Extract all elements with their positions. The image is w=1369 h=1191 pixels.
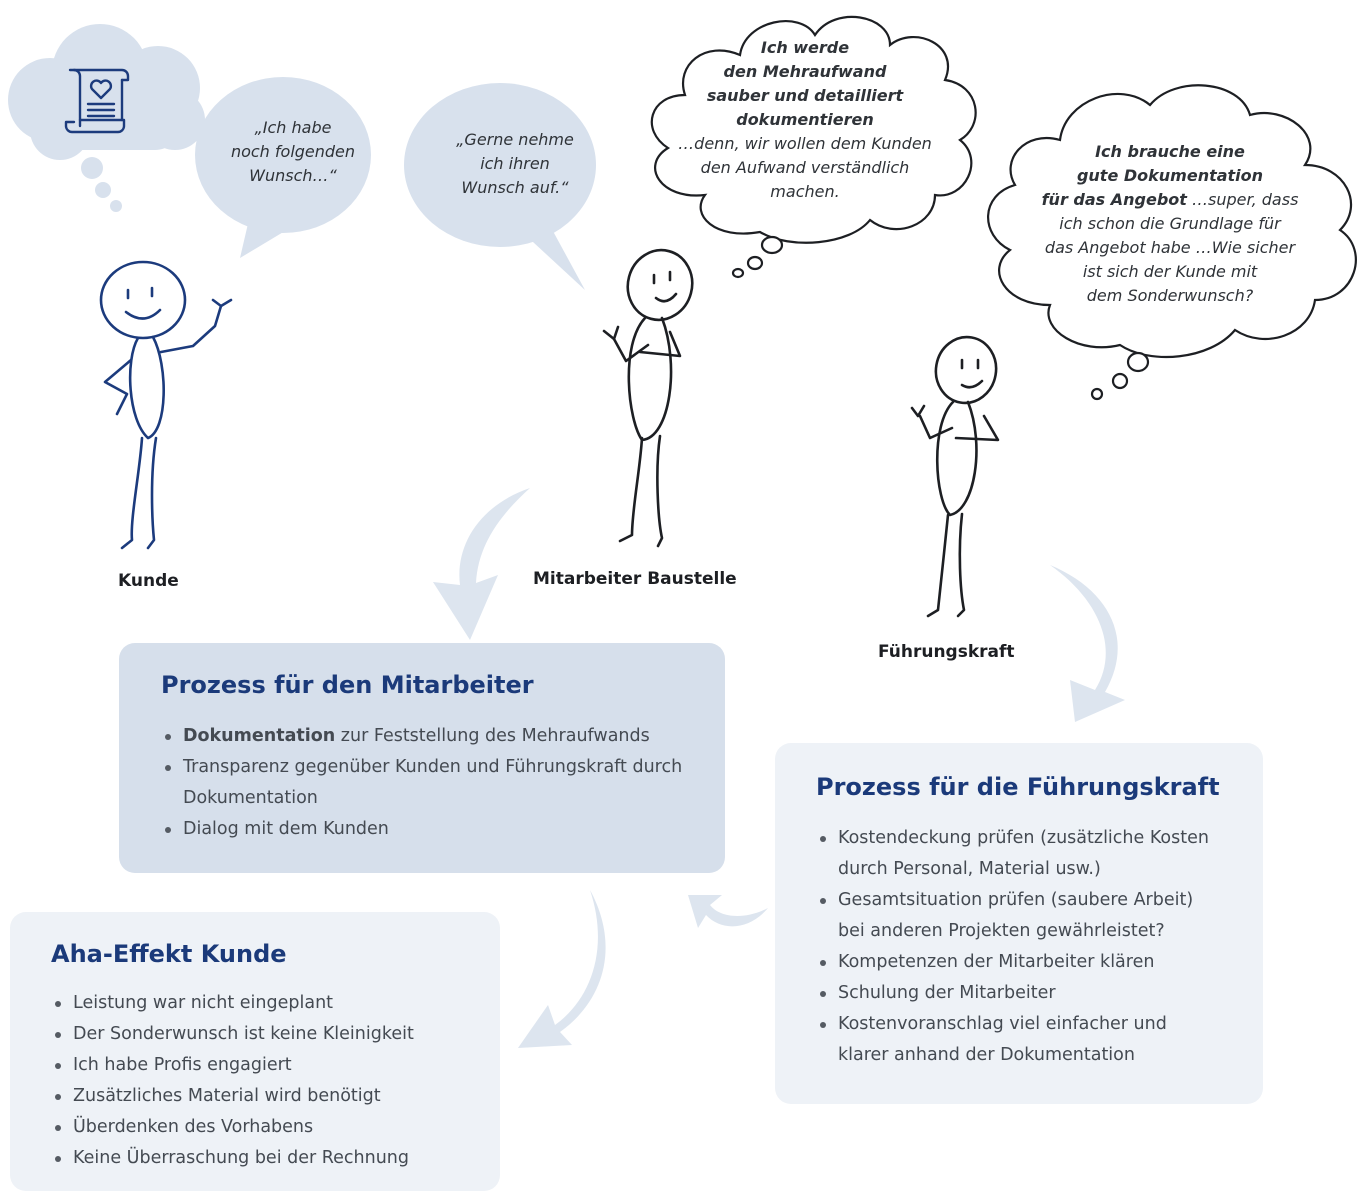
list-item: Keine Überraschung bei der Rechnung	[51, 1143, 480, 1174]
thought-line-bold: den Mehraufwand	[723, 62, 887, 81]
box-title: Aha-Effekt Kunde	[51, 940, 287, 968]
speech-bubble-kunde	[195, 77, 371, 258]
speech-line: Wunsch…“	[249, 166, 337, 185]
list-item: Kostendeckung prüfen (zusätzliche Kosten…	[816, 823, 1216, 885]
box-list: Dokumentation zur Feststellung des Mehra…	[161, 721, 695, 845]
list-item: Gesamtsituation prüfen (saubere Arbeit) …	[816, 885, 1216, 947]
box-title: Prozess für den Mitarbeiter	[161, 671, 534, 699]
stick-figure-fuehrung	[910, 335, 1000, 618]
thought-line: das Angebot habe …Wie sicher	[1044, 238, 1296, 257]
list-item: Kompetenzen der Mitarbeiter klären	[816, 947, 1216, 978]
thought-line-bold: Ich werde	[760, 38, 850, 57]
thought-line: …denn, wir wollen dem Kunden	[678, 134, 932, 153]
box-title: Prozess für die Führungskraft	[816, 773, 1220, 801]
process-box-mitarbeiter: Prozess für den Mitarbeiter Dokumentatio…	[119, 643, 725, 873]
process-box-fuehrung: Prozess für die Führungskraft Kostendeck…	[775, 743, 1263, 1104]
aha-box-kunde: Aha-Effekt Kunde Leistung war nicht eing…	[10, 912, 500, 1191]
speech-text-kunde: „Ich habe noch folgenden Wunsch…“	[208, 116, 378, 188]
list-item: Kostenvoranschlag viel einfacher und kla…	[816, 1009, 1216, 1071]
thought-line-bold: Ich brauche eine	[1095, 142, 1245, 161]
thought-line: dem Sonderwunsch?	[1086, 286, 1254, 305]
thought-cloud-fuehrung	[987, 84, 1357, 401]
wish-thought-cloud	[8, 24, 205, 212]
arrow-fuehrung-to-mitarbeiter-box	[688, 895, 768, 928]
speech-line: „Gerne nehme	[456, 130, 574, 149]
thought-line-bold: sauber und detailliert	[706, 86, 904, 105]
person-label-fuehrung: Führungskraft	[878, 642, 1015, 662]
speech-line: ich ihren	[480, 154, 550, 173]
list-item: Leistung war nicht eingeplant	[51, 988, 480, 1019]
thought-line: machen.	[770, 182, 840, 201]
arrow-kunde-to-mitarbeiter-box	[433, 488, 530, 640]
speech-line: noch folgenden	[230, 142, 356, 161]
thought-line-mixed: für das Angebot …super, dass	[1041, 190, 1299, 209]
scroll-heart-icon	[64, 68, 130, 134]
list-item: Dialog mit dem Kunden	[161, 814, 695, 845]
list-item: Transparenz gegenüber Kunden und Führung…	[161, 752, 695, 814]
arrow-fuehrung-to-box	[1050, 565, 1125, 722]
thought-text-fuehrung: Ich brauche eine gute Dokumentation für …	[1015, 140, 1325, 308]
speech-text-mitarbeiter: „Gerne nehme ich ihren Wunsch auf.“	[425, 128, 605, 200]
speech-bubble-mitarbeiter	[404, 83, 596, 290]
thought-text-mitarbeiter: Ich werde den Mehraufwand sauber und det…	[650, 36, 960, 204]
list-item: Überdenken des Vorhabens	[51, 1112, 480, 1143]
list-item: Der Sonderwunsch ist keine Kleinigkeit	[51, 1019, 480, 1050]
list-item: Schulung der Mitarbeiter	[816, 978, 1216, 1009]
list-item: Zusätzliches Material wird benötigt	[51, 1081, 480, 1112]
list-item: Dokumentation zur Feststellung des Mehra…	[161, 721, 695, 752]
thought-line: ich schon die Grundlage für	[1059, 214, 1281, 233]
stick-figure-kunde	[99, 260, 233, 550]
person-label-mitarbeiter: Mitarbeiter Baustelle	[533, 569, 737, 589]
speech-line: „Ich habe	[254, 118, 332, 137]
thought-line-bold: dokumentieren	[736, 110, 874, 129]
thought-line: ist sich der Kunde mit	[1082, 262, 1258, 281]
stick-figure-mitarbeiter	[602, 248, 694, 548]
box-list: Kostendeckung prüfen (zusätzliche Kosten…	[816, 823, 1216, 1071]
thought-cloud-mitarbeiter	[650, 15, 977, 279]
list-item: Ich habe Profis engagiert	[51, 1050, 480, 1081]
thought-line-bold: gute Dokumentation	[1076, 166, 1264, 185]
box-list: Leistung war nicht eingeplant Der Sonder…	[51, 988, 480, 1174]
speech-line: Wunsch auf.“	[461, 178, 569, 197]
arrow-mitarbeiter-to-kunde-box	[518, 890, 606, 1048]
person-label-kunde: Kunde	[118, 571, 179, 591]
thought-line: den Aufwand verständlich	[700, 158, 910, 177]
